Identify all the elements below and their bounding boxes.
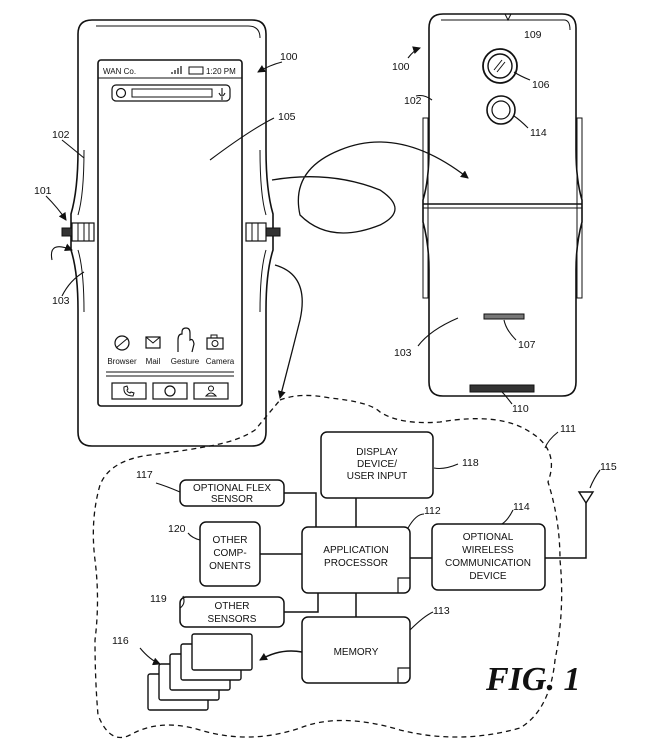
contact-icon [208,385,214,392]
ref-115: 115 [600,461,617,473]
wireless-block [431,523,546,591]
ref-118: 118 [462,457,479,469]
wireless-line-1: OPTIONAL [463,532,514,543]
leader-lines [45,46,601,666]
memory-label: MEMORY [334,647,379,658]
carrier-label: WAN Co. [103,67,136,76]
schematic-boundary [92,394,563,739]
camera-icon [206,337,224,350]
home-button [152,382,188,400]
rear-flash [486,95,516,125]
wireless-line-3: COMMUNICATION [445,558,531,569]
ref-120: 120 [168,523,186,535]
front-device [61,19,281,447]
microphone-icon [218,88,226,100]
ref-100-front: 100 [280,51,298,63]
app-label-browser: Browser [107,357,137,366]
display-device-line-2: DEVICE/ [357,459,397,470]
ref-110: 110 [512,403,529,415]
flex-sensor-line-1: OPTIONAL FLEX [193,483,271,494]
right-hinge [245,222,267,242]
phone-button [111,382,147,400]
app-label-camera: Camera [206,357,235,366]
other-components-line-2: COMP- [213,548,246,559]
bottom-connector [469,384,535,393]
wireless-line-2: WIRELESS [462,545,514,556]
front-device-outline [70,19,274,447]
search-bar [111,84,231,102]
display-device-line-1: DISPLAY [356,447,398,458]
ref-102-front: 102 [52,129,70,141]
ref-107: 107 [518,339,536,351]
back-device-outline [422,13,583,397]
ref-114-flash: 114 [530,127,547,139]
front-display [97,59,243,407]
app-label-gesture: Gesture [171,357,200,366]
display-device-block [320,431,434,499]
ref-117: 117 [136,469,153,481]
rear-speaker [483,313,525,320]
back-device [422,13,583,397]
connector-curves [271,141,469,399]
figure-label: FIG. 1 [485,661,580,698]
ref-114: 114 [513,501,530,513]
ref-106: 106 [532,79,550,91]
left-hinge [71,222,95,242]
gesture-icon [177,327,195,353]
browser-icon [114,335,130,351]
flex-sensor-line-2: SENSOR [211,494,253,505]
ref-103-back: 103 [394,347,412,359]
block-connections [259,492,587,661]
ref-109: 109 [524,29,542,41]
processor-line-2: PROCESSOR [324,558,388,569]
other-sensors-line-1: OTHER [215,601,250,612]
other-sensors-line-2: SENSORS [208,614,257,625]
display-device-line-3: USER INPUT [347,471,408,482]
wireless-line-4: DEVICE [469,571,507,582]
phone-icon [123,385,135,397]
search-icon [115,87,127,99]
antenna-icon [577,491,595,505]
app-label-mail: Mail [146,357,161,366]
signal-icon [171,66,182,74]
ref-113: 113 [433,605,450,617]
ref-105: 105 [278,111,296,123]
other-components-line-1: OTHER [213,535,248,546]
data-stack [147,633,253,711]
ref-119: 119 [150,593,167,605]
ref-111: 111 [560,423,576,435]
time-label: 1:20 PM [206,67,236,76]
mail-icon [145,336,161,349]
ref-100-back: 100 [392,61,410,73]
battery-icon [188,66,204,75]
other-components-line-3: ONENTS [209,561,251,572]
processor-line-1: APPLICATION [323,545,388,556]
ref-102-back: 102 [404,95,422,107]
ref-103-front: 103 [52,295,70,307]
contacts-button [193,382,229,400]
ref-116: 116 [112,635,129,647]
ref-112: 112 [424,505,441,517]
ref-101: 101 [34,185,52,197]
rear-camera [482,48,518,84]
